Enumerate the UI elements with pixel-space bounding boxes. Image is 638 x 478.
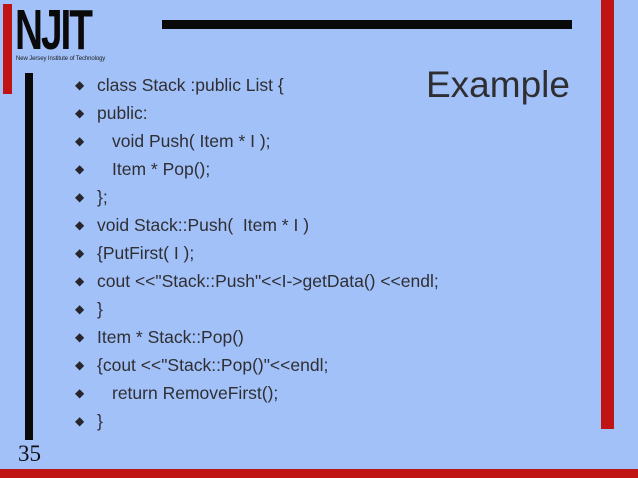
code-text: void Push( Item * I );: [112, 131, 271, 151]
page-number: 35: [18, 441, 41, 466]
bullet-line: ◆ void Push( Item * I );: [75, 127, 595, 155]
diamond-bullet-icon: ◆: [75, 218, 85, 232]
njit-logo: NJIT: [15, 0, 93, 62]
code-text: cout <<"Stack::Push"<<I->getData() <<end…: [97, 271, 439, 291]
bullet-line: ◆ {cout <<"Stack::Pop()"<<endl;: [75, 351, 595, 379]
top-horizontal-rule: [162, 20, 572, 29]
bullet-line: ◆ cout <<"Stack::Push"<<I->getData() <<en…: [75, 267, 595, 295]
diamond-bullet-icon: ◆: [75, 274, 85, 288]
diamond-bullet-icon: ◆: [75, 106, 85, 120]
bullet-line: ◆ class Stack :public List {: [75, 71, 595, 99]
diamond-bullet-icon: ◆: [75, 414, 85, 428]
code-text: void Stack::Push( Item * I ): [97, 215, 310, 235]
diamond-bullet-icon: ◆: [75, 162, 85, 176]
diamond-bullet-icon: ◆: [75, 302, 85, 316]
code-text: class Stack :public List {: [97, 75, 284, 95]
diamond-bullet-icon: ◆: [75, 190, 85, 204]
code-text: };: [97, 187, 108, 207]
diamond-bullet-icon: ◆: [75, 386, 85, 400]
slide-title: Example: [426, 64, 570, 105]
left-red-accent-bar: [3, 4, 12, 94]
code-text: public:: [97, 103, 148, 123]
code-text: Item * Pop();: [112, 159, 211, 179]
bullet-line: ◆ Item * Pop();: [75, 155, 595, 183]
bullet-line: ◆ public:: [75, 99, 595, 127]
bullet-line: ◆ return RemoveFirst();: [75, 379, 595, 407]
diamond-bullet-icon: ◆: [75, 246, 85, 260]
content-list: ◆ class Stack :public List { ◆ public: ◆ void…: [75, 71, 595, 435]
content-left-rule: [25, 73, 33, 440]
diamond-bullet-icon: ◆: [75, 78, 85, 92]
bullet-line: ◆ void Stack::Push( Item * I ): [75, 211, 595, 239]
code-text: {cout <<"Stack::Pop()"<<endl;: [97, 355, 329, 375]
bullet-line: ◆};: [75, 183, 595, 211]
njit-logo-tagline: New Jersey Institute of Technology: [16, 56, 106, 62]
bullet-line: ◆}: [75, 407, 595, 435]
code-text: Item * Stack::Pop(): [97, 327, 244, 347]
diamond-bullet-icon: ◆: [75, 134, 85, 148]
code-text: return RemoveFirst();: [112, 383, 279, 403]
right-red-accent-bar: [601, 0, 614, 429]
bullet-line: ◆}: [75, 295, 595, 323]
diamond-bullet-icon: ◆: [75, 330, 85, 344]
bullet-line: ◆ {PutFirst( I );: [75, 239, 595, 267]
code-text: {PutFirst( I );: [97, 243, 195, 263]
bullet-line: ◆ Item * Stack::Pop(): [75, 323, 595, 351]
diamond-bullet-icon: ◆: [75, 358, 85, 372]
code-text: }: [97, 299, 103, 319]
code-text: }: [97, 411, 103, 431]
bottom-red-accent-bar: [0, 469, 638, 478]
